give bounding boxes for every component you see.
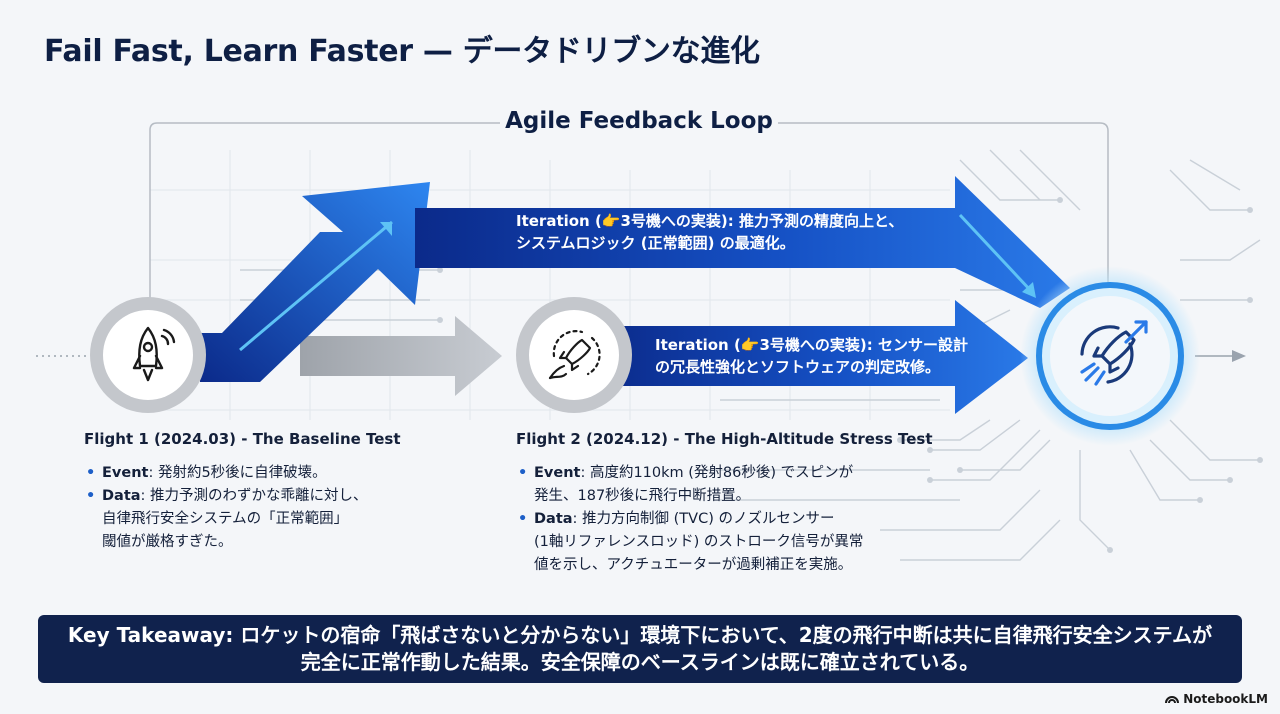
bullet-text: : 推力予測のわずかな乖離に対し、 — [140, 488, 368, 504]
bullet-text: 発生、187秒後に飛行中断措置。 — [534, 488, 751, 504]
arrow-highlight-head-2 — [1022, 282, 1036, 298]
flight1-bullets: Event: 発射約5秒後に自律破壊。 Data: 推力予測のわずかな乖離に対し… — [84, 462, 424, 554]
iteration-text-1: Iteration (👉3号機への実装): 推力予測の精度向上と、 システムロジ… — [516, 210, 903, 254]
bullet-text: 閾値が厳格すぎた。 — [102, 534, 233, 550]
brand-watermark: NotebookLM — [1165, 692, 1268, 706]
iteration-1-line1: Iteration (👉3号機への実装): 推力予測の精度向上と、 — [516, 212, 904, 230]
iteration-text-2: Iteration (👉3号機への実装): センサー設計 の冗長性強化とソフトウ… — [655, 334, 968, 378]
iteration-arrow-top-band — [415, 176, 1070, 308]
key-takeaway-banner: Key Takeaway: ロケットの宿命「飛ばさないと分からない」環境下におい… — [38, 615, 1242, 683]
iteration-1-line2: システムロジック (正常範囲) の最適化。 — [516, 234, 795, 252]
flight2-event: Event: 高度約110km (発射86秒後) でスピンが発生、187秒後に飛… — [516, 462, 936, 508]
rocket-icon — [132, 326, 176, 382]
flight1-title: Flight 1 (2024.03) - The Baseline Test — [84, 430, 401, 448]
gray-arrow — [300, 316, 502, 396]
arrow-highlight-head-1 — [380, 222, 392, 236]
flight2-title: Flight 2 (2024.12) - The High-Altitude S… — [516, 430, 933, 448]
arrow-highlight-1 — [239, 220, 393, 352]
bullet-label: Data — [102, 488, 141, 504]
rocket-trajectory-icon — [548, 330, 601, 380]
takeaway-line2: 完全に正常作動した結果。安全保障のベースラインは既に確立されている。 — [300, 650, 980, 674]
iteration-2-line2: の冗長性強化とソフトウェアの判定改修。 — [655, 358, 941, 376]
bullet-text: : 高度約110km (発射86秒後) でスピンが — [580, 465, 854, 481]
bullet-text: : 推力方向制御 (TVC) のノズルセンサー — [572, 511, 835, 527]
bullet-label: Event — [534, 465, 581, 481]
page-title: Fail Fast, Learn Faster — データドリブンな進化 — [44, 34, 760, 69]
bullet-text: (1軸リファレンスロッド) のストローク信号が異常 — [534, 534, 864, 550]
flight2-data: Data: 推力方向制御 (TVC) のノズルセンサー (1軸リファレンスロッド)… — [516, 508, 936, 577]
bullet-text: : 発射約5秒後に自律破壊。 — [148, 465, 327, 481]
rocket-launch-result-icon — [1080, 320, 1148, 386]
takeaway-line1: Key Takeaway: ロケットの宿命「飛ばさないと分からない」環境下におい… — [67, 623, 1213, 647]
flight1-event: Event: 発射約5秒後に自律破壊。 — [84, 462, 424, 485]
flight1-data: Data: 推力予測のわずかな乖離に対し、自律飛行安全システムの「正常範囲」閾値… — [84, 485, 424, 554]
arrow-highlight-2 — [958, 213, 1034, 294]
bullet-label: Event — [102, 465, 149, 481]
notebooklm-logo-icon — [1165, 696, 1180, 704]
flight2-bullets: Event: 高度約110km (発射86秒後) でスピンが発生、187秒後に飛… — [516, 462, 936, 577]
iteration-arrow-top — [200, 182, 430, 382]
iteration-arrow-middle — [600, 300, 1028, 414]
bullet-text: 値を示し、アクチュエーターが過剰補正を実施。 — [534, 557, 853, 573]
timeline-arrowhead — [1232, 350, 1246, 362]
iteration-2-line1: Iteration (👉3号機への実装): センサー設計 — [655, 336, 969, 354]
bullet-label: Data — [534, 511, 573, 527]
bullet-text: 自律飛行安全システムの「正常範囲」 — [102, 511, 349, 527]
loop-title: Agile Feedback Loop — [500, 108, 778, 134]
brand-label: NotebookLM — [1183, 692, 1268, 706]
